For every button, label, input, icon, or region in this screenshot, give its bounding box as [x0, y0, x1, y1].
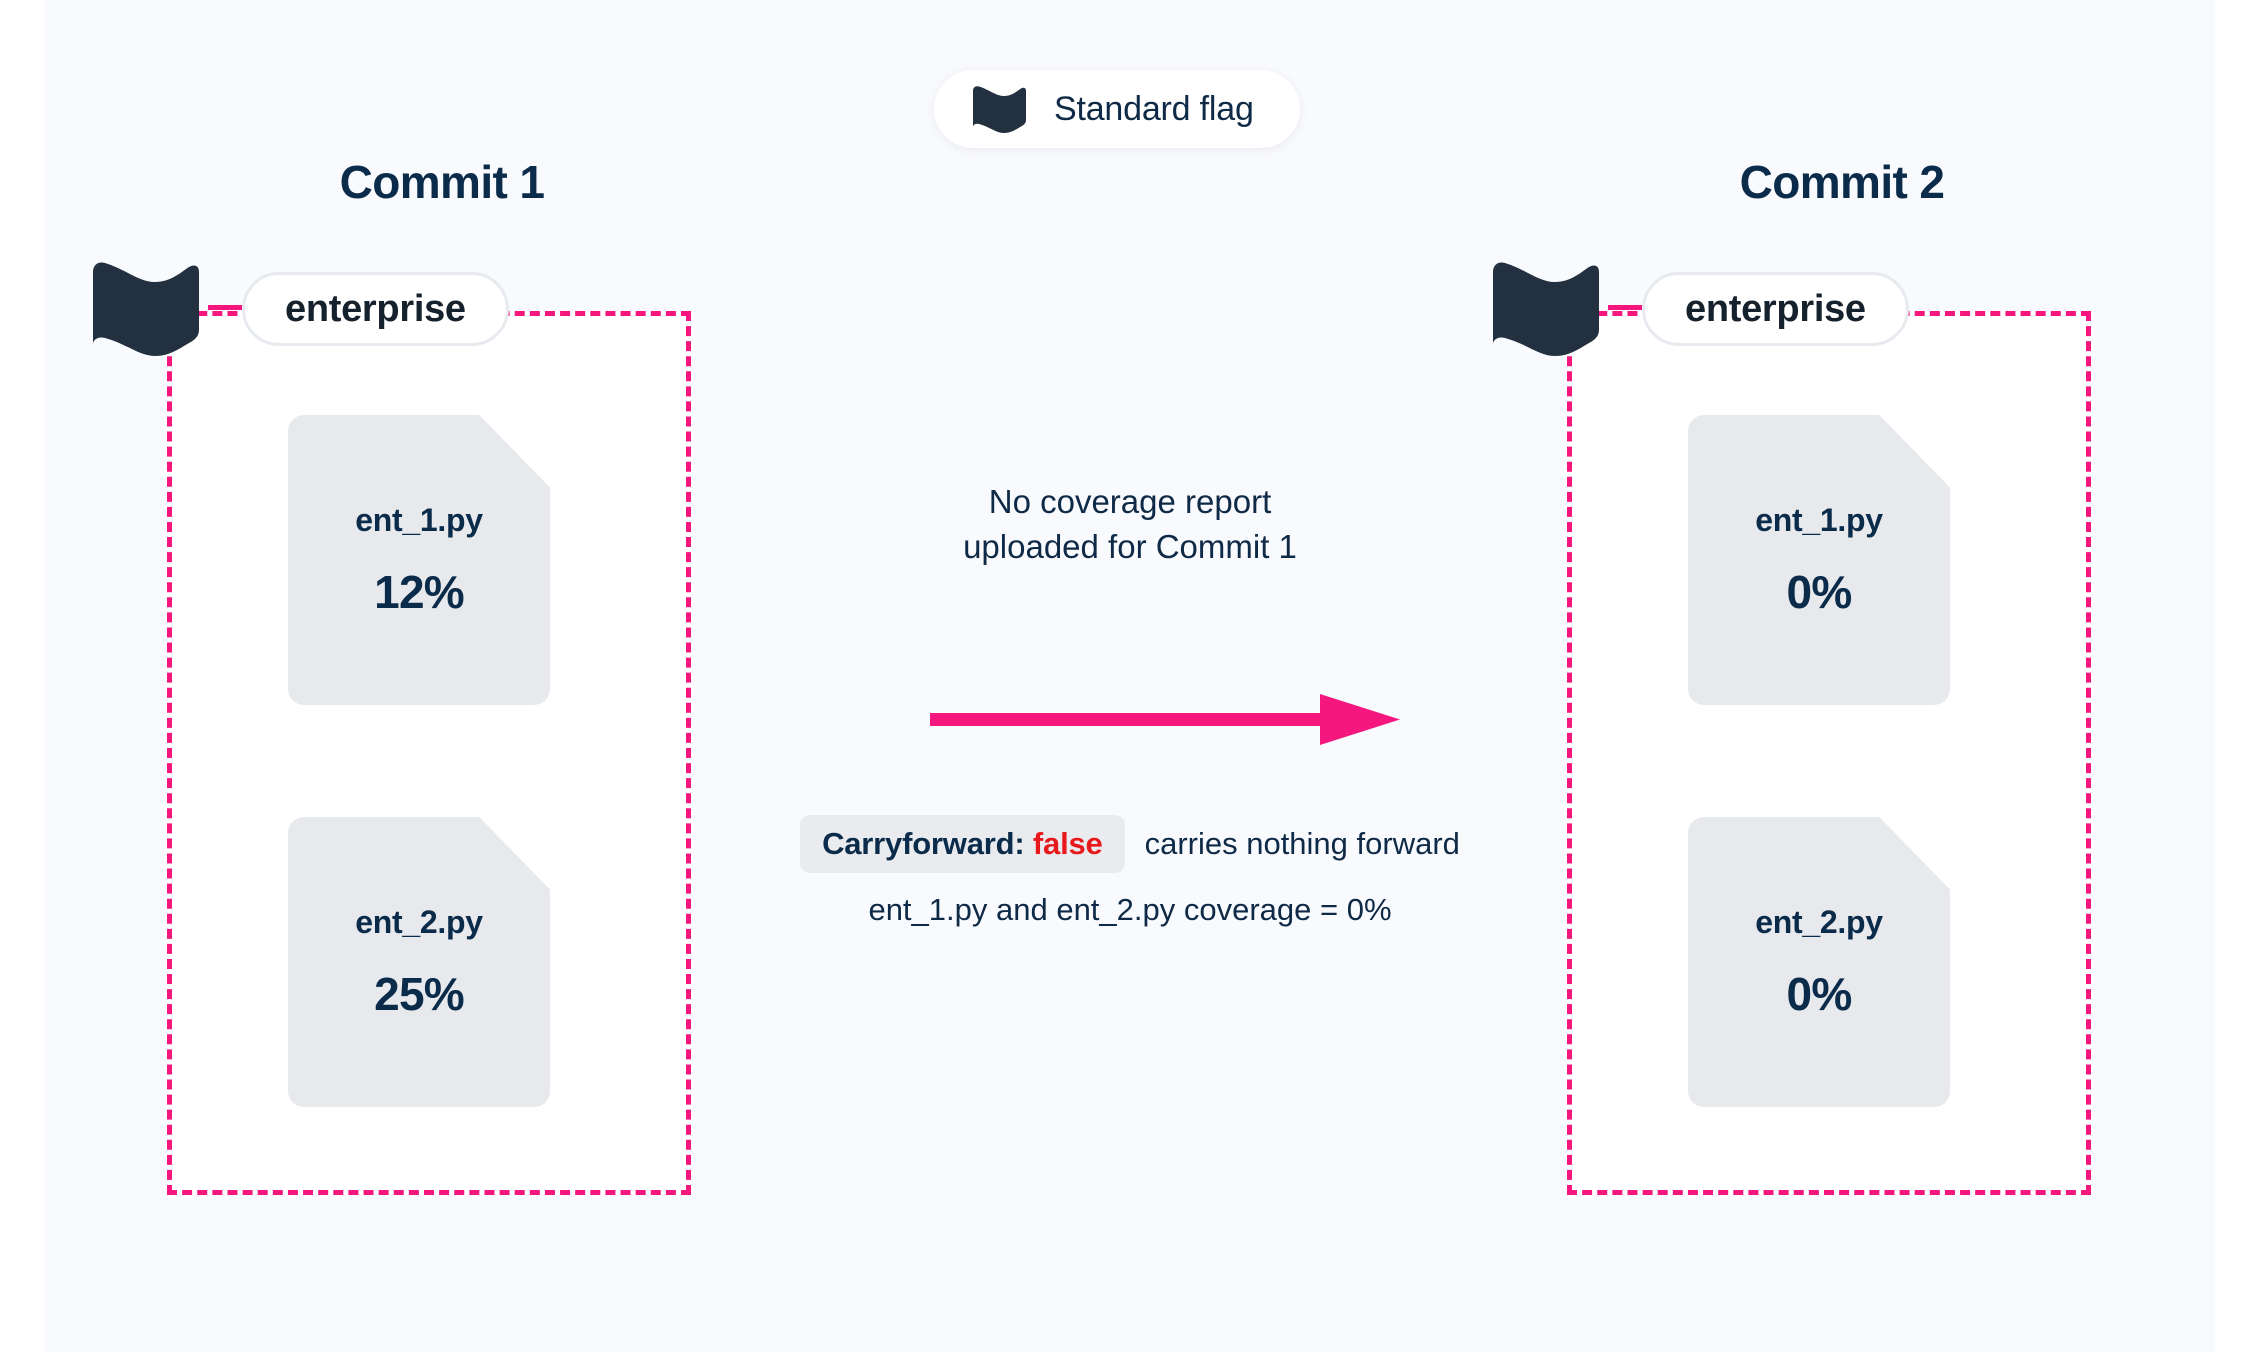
carryforward-badge: Carryforward: false — [800, 815, 1125, 873]
commit-2-title: Commit 2 — [1739, 156, 1945, 208]
file-coverage: 0% — [1786, 967, 1853, 1020]
center-explanation: No coverage report uploaded for Commit 1… — [700, 0, 1560, 1352]
commit-2-flag-pill[interactable]: enterprise — [1642, 272, 1909, 346]
standard-flag-legend: Standard flag — [934, 70, 1300, 148]
carryforward-row: Carryforward: false carries nothing forw… — [700, 815, 1560, 873]
flag-icon — [970, 85, 1028, 133]
file-name: ent_1.py — [355, 501, 483, 538]
commit-2-flag-label: enterprise — [1685, 287, 1866, 330]
no-coverage-note: No coverage report uploaded for Commit 1 — [700, 480, 1560, 570]
file-coverage: 25% — [374, 967, 464, 1020]
commit-1-flag-label: enterprise — [285, 287, 466, 330]
carryforward-result: ent_1.py and ent_2.py coverage = 0% — [868, 892, 1392, 927]
no-coverage-note-line-2: uploaded for Commit 1 — [963, 527, 1297, 565]
commit-1-file-card-1[interactable]: ent_1.py 12% — [288, 415, 550, 705]
commit-1-file-card-2[interactable]: ent_2.py 25% — [288, 817, 550, 1107]
flag-icon — [82, 260, 208, 356]
commit-column-1: Commit 1 enterprise ent_1.py 12% ent_2.p… — [80, 0, 840, 1352]
commit-1-flag-icon-wrap — [80, 258, 210, 358]
commit-1-flag-connector — [208, 305, 242, 310]
file-name: ent_2.py — [355, 903, 483, 940]
commit-2-file-card-1[interactable]: ent_1.py 0% — [1688, 415, 1950, 705]
file-coverage: 0% — [1786, 565, 1853, 618]
file-name: ent_1.py — [1755, 501, 1883, 538]
carryforward-value: false — [1032, 826, 1103, 861]
flag-icon — [1482, 260, 1608, 356]
commit-2-file-card-2[interactable]: ent_2.py 0% — [1688, 817, 1950, 1107]
commit-column-2: Commit 2 enterprise ent_1.py 0% ent_2.py… — [1480, 0, 2240, 1352]
arrow-right-icon — [930, 690, 1400, 750]
commit-2-flag-icon-wrap — [1480, 258, 1610, 358]
commit-1-title: Commit 1 — [339, 156, 545, 208]
carryforward-label: Carryforward: — [822, 826, 1025, 861]
no-coverage-note-line-1: No coverage report — [988, 483, 1272, 520]
file-coverage: 12% — [374, 565, 464, 618]
file-name: ent_2.py — [1755, 903, 1883, 940]
standard-flag-label: Standard flag — [1054, 89, 1254, 128]
carryforward-description: carries nothing forward — [1144, 826, 1460, 861]
commit-2-flag-connector — [1608, 305, 1642, 310]
commit-1-flag-pill[interactable]: enterprise — [242, 272, 509, 346]
